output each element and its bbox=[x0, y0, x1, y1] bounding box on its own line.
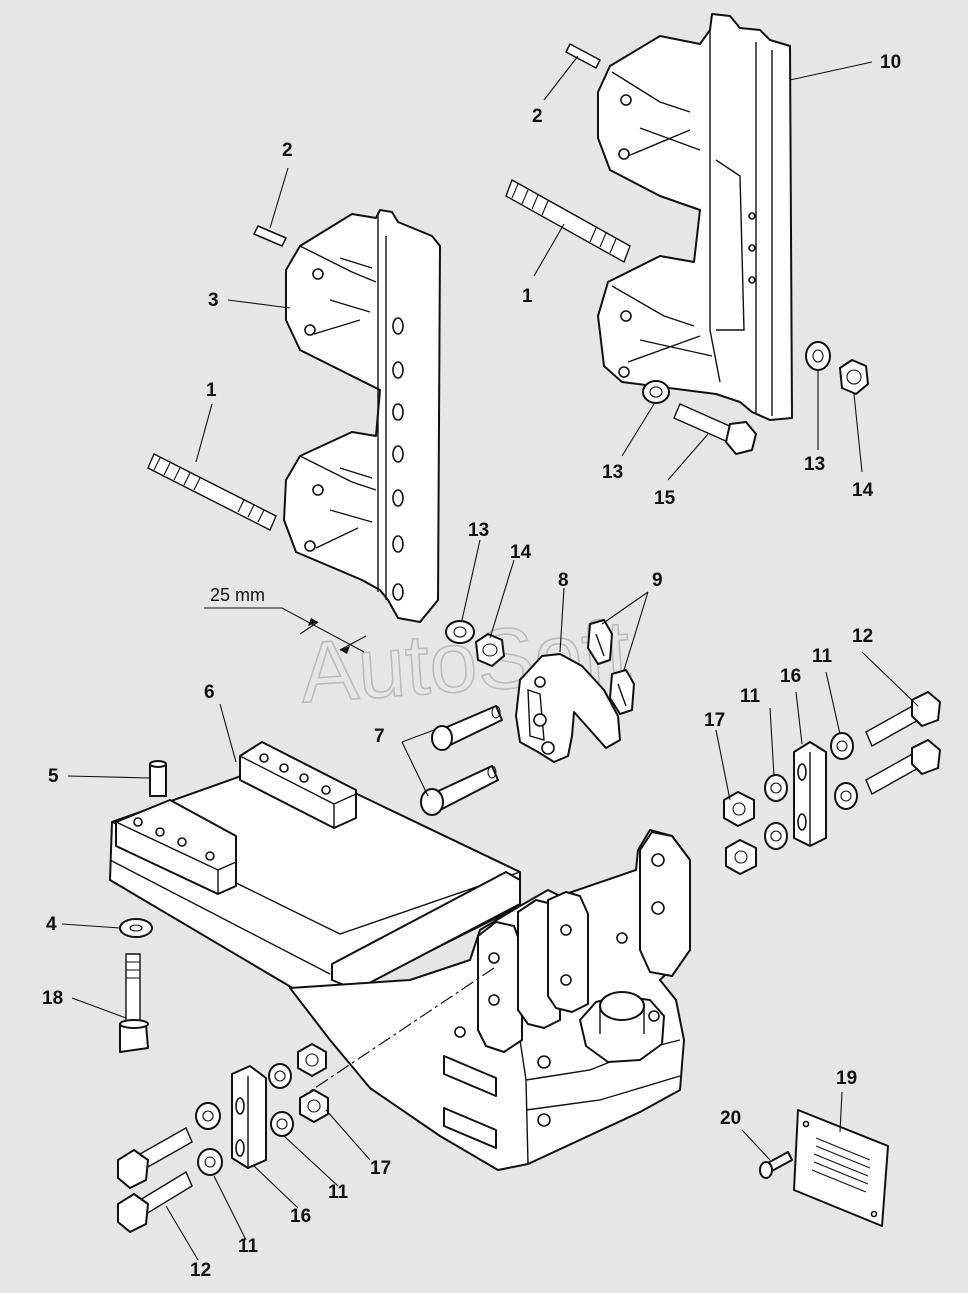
nut-17-lower-b bbox=[299, 1089, 329, 1123]
bolt-12-right-a bbox=[865, 691, 941, 747]
hook-8 bbox=[515, 653, 621, 763]
callout-17: 17 bbox=[704, 710, 725, 731]
stud-right bbox=[505, 178, 631, 264]
bolt-12-lower-a bbox=[117, 1127, 193, 1189]
callout-1: 1 bbox=[522, 286, 533, 307]
callout-1: 1 bbox=[206, 380, 217, 401]
washer-11-lower-d bbox=[270, 1111, 294, 1137]
callout-13: 13 bbox=[602, 462, 623, 483]
callout-9: 9 bbox=[652, 570, 663, 591]
bolt-15 bbox=[673, 403, 757, 455]
spacer-block-16-right bbox=[793, 741, 827, 847]
callout-16: 16 bbox=[290, 1206, 311, 1227]
callout-11: 11 bbox=[812, 646, 833, 667]
nut-14-right bbox=[839, 359, 869, 395]
nut-14-left bbox=[475, 633, 505, 667]
dimension-25mm: 25 mm bbox=[204, 585, 367, 654]
clip-9-lower bbox=[609, 669, 635, 715]
callout-17: 17 bbox=[370, 1158, 391, 1179]
nut-17-right-a bbox=[723, 791, 755, 827]
screw-20 bbox=[759, 1151, 793, 1179]
callout-20: 20 bbox=[720, 1108, 741, 1129]
id-plate-19 bbox=[793, 1109, 889, 1227]
callout-11: 11 bbox=[328, 1182, 349, 1203]
leader-lines bbox=[61, 55, 919, 1261]
callout-2: 2 bbox=[282, 140, 293, 161]
callout-8: 8 bbox=[558, 570, 569, 591]
dowel-5 bbox=[149, 760, 167, 797]
callout-5: 5 bbox=[48, 766, 59, 787]
mounting-rail-left bbox=[283, 209, 441, 623]
callout-13: 13 bbox=[468, 520, 489, 541]
mounting-rail-right bbox=[597, 13, 793, 421]
nut-17-lower-a bbox=[297, 1043, 327, 1077]
stud-left bbox=[147, 453, 277, 531]
washer-11-right-d bbox=[834, 782, 858, 810]
coupling-body bbox=[289, 829, 691, 1171]
washer-11-right-a bbox=[764, 774, 788, 802]
washer-4 bbox=[119, 918, 153, 938]
nut-17-right-b bbox=[725, 839, 757, 875]
callout-10: 10 bbox=[880, 52, 901, 73]
washer-13-right-a bbox=[642, 380, 670, 404]
callout-16: 16 bbox=[780, 666, 801, 687]
alignment-line bbox=[299, 967, 495, 1099]
bolt-12-lower-b bbox=[117, 1170, 193, 1233]
clip-9-upper bbox=[587, 619, 613, 665]
callout-7: 7 bbox=[374, 726, 385, 747]
callout-6: 6 bbox=[204, 682, 215, 703]
washer-11-right-b bbox=[764, 822, 788, 850]
pin-right bbox=[565, 43, 601, 69]
callout-19: 19 bbox=[836, 1068, 857, 1089]
washer-11-lower-a bbox=[195, 1102, 221, 1130]
callout-15: 15 bbox=[654, 488, 676, 509]
callout-13: 13 bbox=[804, 454, 825, 475]
callout-14: 14 bbox=[510, 542, 532, 563]
washer-11-right-c bbox=[830, 732, 854, 760]
base-plate-6 bbox=[109, 741, 521, 991]
callout-2: 2 bbox=[532, 106, 543, 127]
dimension-text: 25 mm bbox=[210, 585, 265, 605]
callout-12: 12 bbox=[190, 1260, 211, 1281]
callout-12: 12 bbox=[852, 626, 873, 647]
washer-11-lower-c bbox=[268, 1063, 292, 1089]
callout-11: 11 bbox=[238, 1236, 259, 1257]
washer-11-lower-b bbox=[197, 1148, 223, 1176]
spacer-block-16-lower bbox=[231, 1065, 267, 1169]
callout-11: 11 bbox=[740, 686, 761, 707]
callout-3: 3 bbox=[208, 290, 219, 311]
bolt-18 bbox=[119, 953, 149, 1053]
callout-4: 4 bbox=[46, 914, 57, 935]
bolt-12-right-b bbox=[865, 739, 941, 795]
callout-labels: 2 3 1 13 14 8 9 7 6 5 4 18 2 10 1 13 15 … bbox=[42, 52, 901, 1281]
washer-13-left bbox=[445, 620, 475, 644]
washer-13-right-b bbox=[805, 341, 831, 371]
pin-7-lower bbox=[420, 765, 499, 816]
callout-14: 14 bbox=[852, 480, 874, 501]
pin-left bbox=[253, 225, 287, 247]
callout-18: 18 bbox=[42, 988, 63, 1009]
pin-7-upper bbox=[431, 705, 503, 751]
